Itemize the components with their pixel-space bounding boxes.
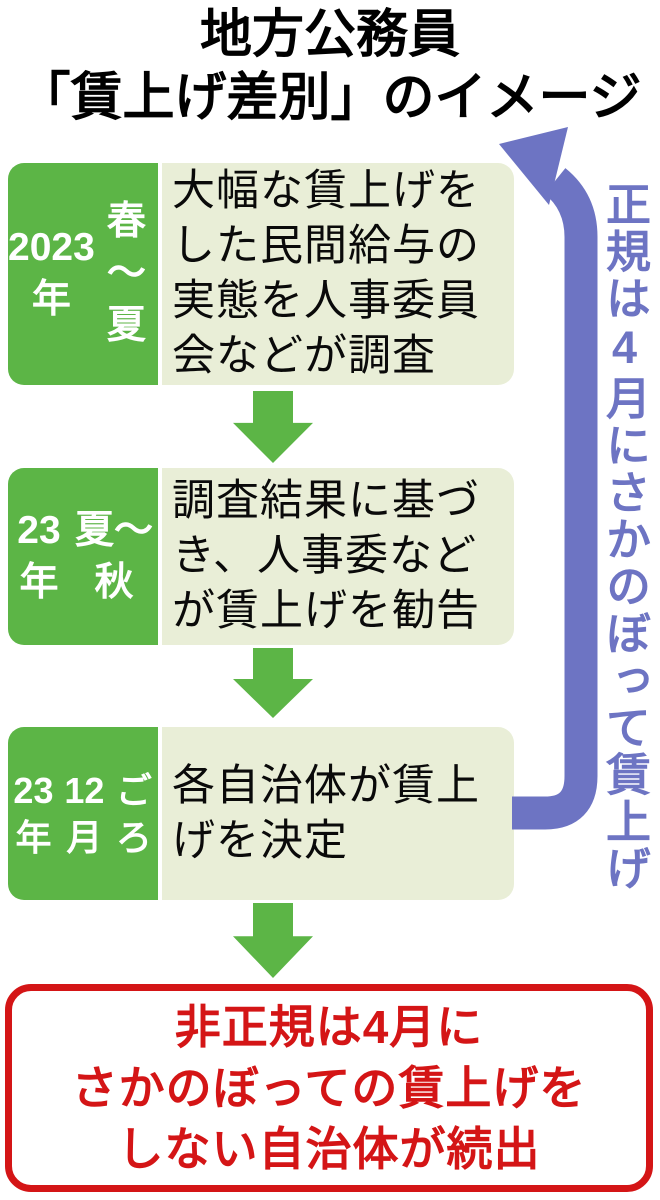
result-box: 非正規は4月にさかのぼっての賃上げをしない自治体が続出 — [5, 984, 653, 1192]
result-text: 非正規は4月にさかのぼっての賃上げをしない自治体が続出 — [71, 1000, 587, 1175]
down-arrow-icon — [233, 903, 313, 978]
step-1-description: 大幅な賃上げをした民間給与の実態を人事委員会などが調査 — [162, 163, 514, 385]
flow-step-2: 23年夏～秋 調査結果に基づき、人事委などが賃上げを勧告 — [8, 468, 514, 645]
page-title: 地方公務員「賃上げ差別」のイメージ — [18, 6, 642, 127]
step-2-description: 調査結果に基づき、人事委などが賃上げを勧告 — [162, 468, 514, 645]
step-2-period-badge: 23年夏～秋 — [8, 468, 158, 645]
down-arrow-icon — [233, 391, 313, 463]
step-3-description-text: 各自治体が賃上げを決定 — [172, 761, 480, 865]
step-3-description: 各自治体が賃上げを決定 — [162, 727, 514, 900]
step-1-description-text: 大幅な賃上げをした民間給与の実態を人事委員会などが調査 — [172, 167, 480, 380]
flow-step-1: 2023年春～夏 大幅な賃上げをした民間給与の実態を人事委員会などが調査 — [8, 163, 514, 385]
side-arrow-label: 正規は4月にさかのぼって賃上げ — [599, 181, 650, 892]
step-2-description-text: 調査結果に基づき、人事委などが賃上げを勧告 — [172, 477, 480, 635]
down-arrow-icon — [233, 648, 313, 718]
step-1-period-badge: 2023年春～夏 — [8, 163, 158, 385]
